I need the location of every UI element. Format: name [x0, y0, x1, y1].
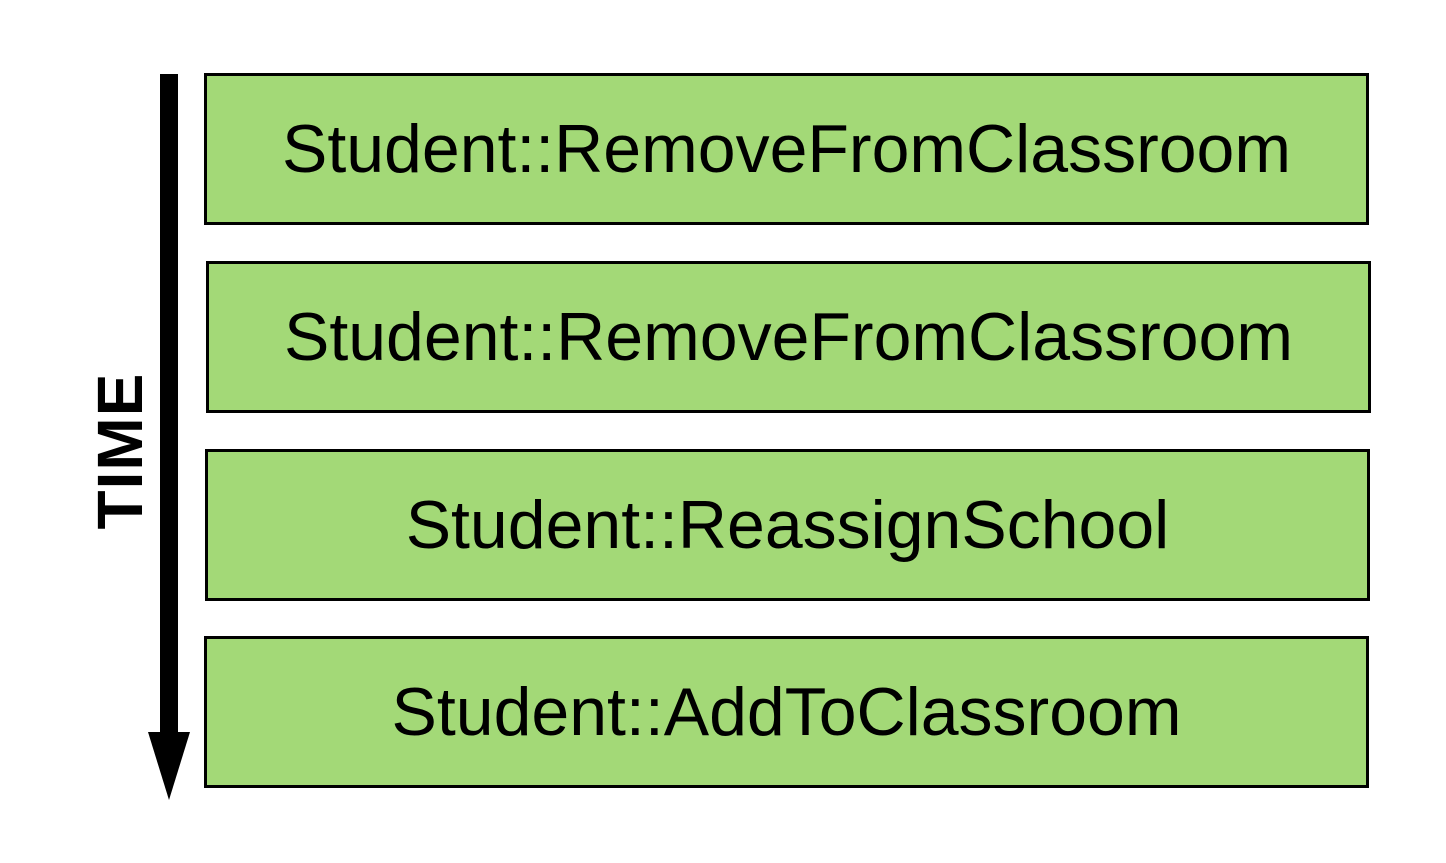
event-label-3: Student::ReassignSchool: [405, 487, 1170, 563]
time-arrow-shaft: [160, 74, 178, 739]
time-arrow-head: [148, 732, 190, 800]
event-box-3: Student::ReassignSchool: [205, 449, 1370, 601]
event-label-2: Student::RemoveFromClassroom: [283, 299, 1293, 375]
time-arrow: [148, 74, 190, 800]
event-box-2: Student::RemoveFromClassroom: [206, 261, 1371, 413]
event-label-1: Student::RemoveFromClassroom: [281, 111, 1291, 187]
event-box-1: Student::RemoveFromClassroom: [204, 73, 1369, 225]
event-box-4: Student::AddToClassroom: [204, 636, 1369, 788]
time-axis-label: TIME: [84, 372, 156, 530]
event-label-4: Student::AddToClassroom: [391, 674, 1182, 750]
